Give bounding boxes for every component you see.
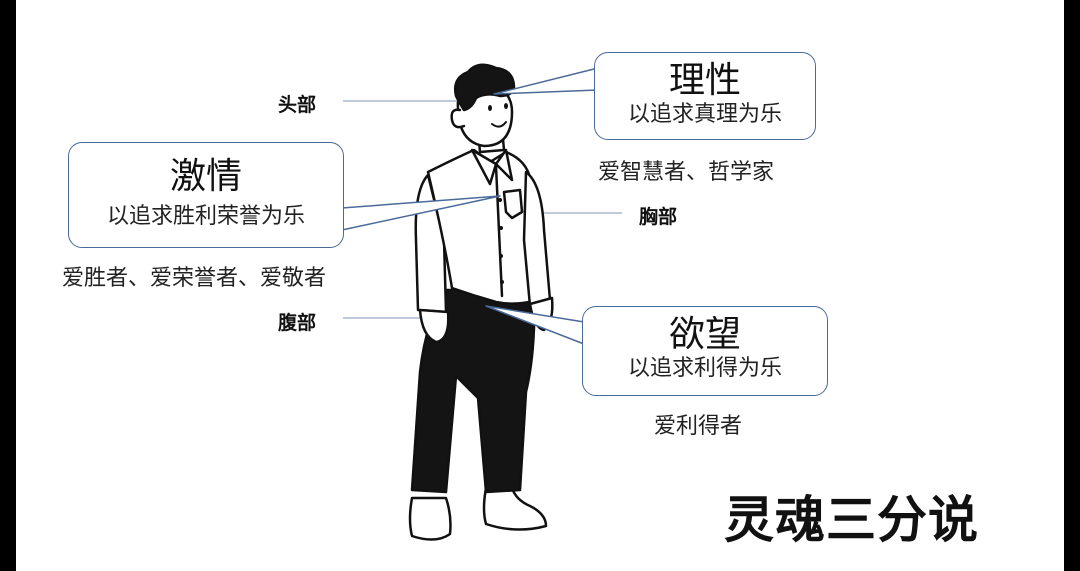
spirit-lovers: 爱胜者、爱荣誉者、爱敬者 xyxy=(62,260,326,292)
appetite-bubble: 欲望 以追求利得为乐 xyxy=(582,306,828,396)
appetite-pleasure: 以追求利得为乐 xyxy=(583,355,827,383)
right-shoe xyxy=(484,488,546,530)
reason-title: 理性 xyxy=(595,61,815,101)
chest-label: 胸部 xyxy=(639,202,677,229)
spirit-bubble: 激情 以追求胜利荣誉为乐 xyxy=(68,142,344,248)
spirit-pleasure: 以追求胜利荣誉为乐 xyxy=(69,203,343,231)
man-figure xyxy=(410,65,552,540)
left-shoe xyxy=(410,498,451,540)
reason-pleasure: 以追求真理为乐 xyxy=(595,101,815,129)
right-arm xyxy=(524,172,550,306)
spirit-title: 激情 xyxy=(69,157,343,197)
belly-label: 腹部 xyxy=(278,308,316,335)
appetite-title: 欲望 xyxy=(583,315,827,355)
left-hand xyxy=(420,310,448,342)
head-label: 头部 xyxy=(278,90,316,117)
slide-title: 灵魂三分说 xyxy=(724,480,979,552)
appetite-lovers: 爱利得者 xyxy=(654,408,742,440)
reason-bubble: 理性 以追求真理为乐 xyxy=(594,52,816,140)
slide: 头部 胸部 腹部 理性 以追求真理为乐 爱智慧者、哲学家 激情 以追求胜利荣誉为… xyxy=(16,0,1064,571)
reason-lovers: 爱智慧者、哲学家 xyxy=(598,154,774,186)
chest-pocket xyxy=(504,190,522,218)
